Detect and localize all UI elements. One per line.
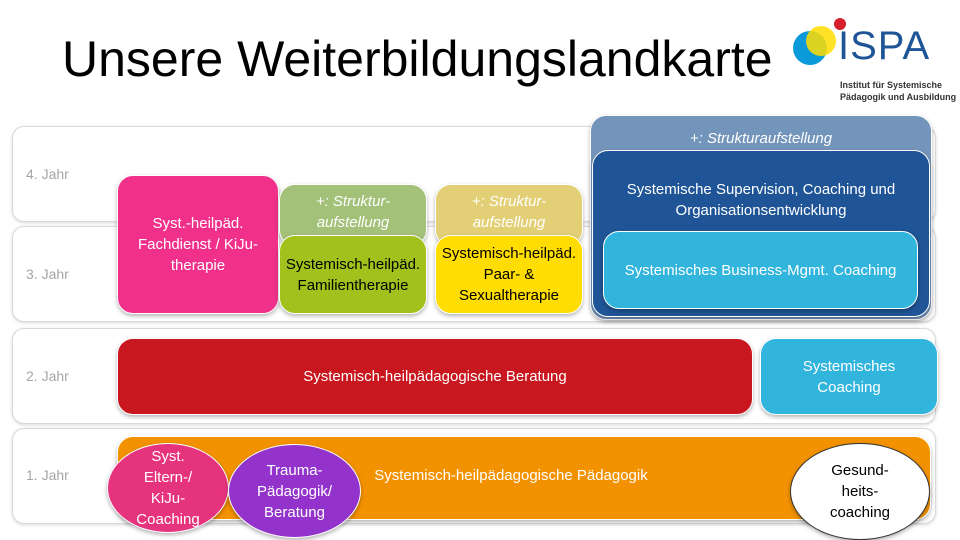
addon-label: +: Strukturaufstellung [689, 130, 833, 147]
course-label: Systemische Supervision, Coaching und Or… [626, 181, 896, 219]
course-coaching[interactable]: Systemisches Coaching [760, 338, 938, 415]
course-gesundheit[interactable]: Gesund-heits-coaching [790, 443, 930, 540]
year-2-label: 2. Jahr [26, 368, 69, 384]
addon-label: +: Struktur-aufstellung [315, 193, 391, 231]
course-beratung[interactable]: Systemisch-heilpädagogische Beratung [117, 338, 753, 415]
year-3-label: 3. Jahr [26, 266, 69, 282]
course-familientherapie[interactable]: Systemisch-heilpäd. Familientherapie [279, 235, 427, 314]
course-eltern-coaching[interactable]: Syst. Eltern-/ KiJu-Coaching [107, 443, 229, 533]
logo-name: ISPA [838, 24, 931, 68]
logo-subtitle-2: Pädagogik und Ausbildung [840, 92, 957, 102]
course-business-coaching[interactable]: Systemisches Business-Mgmt. Coaching [603, 231, 918, 309]
course-trauma[interactable]: Trauma-Pädagogik/ Beratung [228, 444, 361, 538]
course-paartherapie[interactable]: Systemisch-heilpäd. Paar- & Sexualtherap… [435, 235, 583, 314]
page-title: Unsere Weiterbildungslandkarte [62, 31, 773, 87]
course-fachdienst[interactable]: Syst.-heilpäd. Fachdienst / KiJu-therapi… [117, 175, 279, 314]
year-1-label: 1. Jahr [26, 467, 69, 483]
addon-label: +: Struktur-aufstellung [471, 193, 547, 231]
logo-subtitle-1: Institut für Systemische [840, 80, 943, 90]
year-4-label: 4. Jahr [26, 166, 69, 182]
logo-circles-icon [793, 18, 846, 65]
ispa-logo: ISPA Institut für Systemische Pädagogik … [788, 16, 956, 108]
